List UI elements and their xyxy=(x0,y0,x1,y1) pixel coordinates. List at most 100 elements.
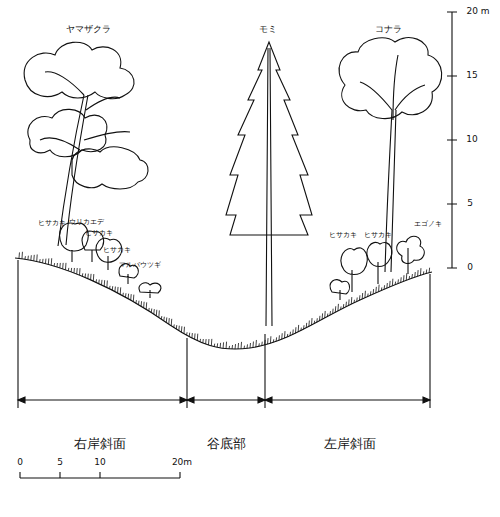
grass-stroke xyxy=(287,334,289,337)
grass-stroke xyxy=(400,277,402,282)
grass-stroke xyxy=(362,293,364,299)
grass-stroke xyxy=(93,274,95,281)
grass-stroke xyxy=(117,287,119,293)
scale-number: 0 xyxy=(467,263,473,273)
grass-stroke xyxy=(252,342,254,348)
grass-stroke xyxy=(241,342,243,349)
grass-stroke xyxy=(264,340,266,345)
tree-trunk xyxy=(266,48,272,326)
distance-scale xyxy=(20,472,180,478)
grass-stroke xyxy=(411,274,413,278)
grass-stroke xyxy=(290,332,292,336)
grass-stroke xyxy=(65,263,67,270)
grass-stroke xyxy=(82,273,84,276)
scale-number: 5 xyxy=(467,199,473,209)
grass-stroke xyxy=(130,294,132,300)
tree-crown xyxy=(339,38,442,119)
grass-stroke xyxy=(18,252,20,258)
grass-stroke xyxy=(389,281,391,287)
tree-name: ヤマザクラ xyxy=(66,25,111,35)
grass-stroke xyxy=(153,309,155,314)
grass-stroke xyxy=(166,317,168,322)
grass-stroke xyxy=(238,343,240,349)
grass-stroke xyxy=(96,279,98,282)
grass-stroke xyxy=(181,326,183,332)
grass-stroke xyxy=(27,256,29,260)
grass-stroke xyxy=(158,310,160,317)
grass-stroke xyxy=(143,302,145,308)
grass-stroke xyxy=(36,254,38,261)
grass-stroke xyxy=(324,311,326,318)
grass-stroke xyxy=(54,263,56,266)
shrub xyxy=(330,236,424,300)
grass-stroke xyxy=(258,343,260,346)
grass-stroke xyxy=(386,283,388,288)
grass-stroke xyxy=(161,316,163,319)
grass-stroke xyxy=(375,287,377,293)
tree-name: コナラ xyxy=(375,25,402,35)
grass-stroke xyxy=(364,291,366,298)
grass-stroke xyxy=(373,289,375,294)
grass-stroke xyxy=(109,286,111,289)
tree-crown xyxy=(226,42,312,235)
grass-stroke xyxy=(308,320,310,326)
grass-stroke xyxy=(33,255,35,261)
grass-stroke xyxy=(392,279,394,286)
grass-stroke xyxy=(270,336,272,343)
grass-stroke xyxy=(62,263,64,269)
grass-stroke xyxy=(247,344,249,348)
grass-stroke xyxy=(205,339,207,344)
grass-stroke xyxy=(423,271,425,274)
grass-stroke xyxy=(426,269,428,273)
grass-stroke xyxy=(255,340,256,347)
grass-stroke xyxy=(163,317,165,321)
grass-stroke xyxy=(56,263,58,267)
grass-stroke xyxy=(45,259,47,264)
grass-stroke xyxy=(351,297,353,304)
grass-stroke xyxy=(171,319,173,326)
grass-stroke xyxy=(48,258,50,264)
grass-stroke xyxy=(125,293,127,297)
scale-number: 10 xyxy=(466,135,477,145)
grass-stroke xyxy=(194,333,196,339)
grass-stroke xyxy=(101,280,103,285)
grass-stroke xyxy=(370,291,372,295)
grass-stroke xyxy=(220,343,222,348)
zone-dimension xyxy=(18,260,430,408)
grass-stroke xyxy=(141,301,143,306)
grass-stroke xyxy=(98,280,100,284)
shrub-name: ヒサカキ xyxy=(364,232,392,240)
grass-stroke xyxy=(348,299,350,305)
grass-stroke xyxy=(406,273,408,280)
shrub-name: ウリカエデ xyxy=(69,219,104,227)
grass-stroke xyxy=(104,280,106,286)
grass-stroke xyxy=(261,342,263,346)
grass-stroke xyxy=(397,279,399,283)
shrub-name: ヒサカキ xyxy=(85,230,113,238)
grass-stroke xyxy=(235,344,237,349)
grass-stroke xyxy=(273,339,275,342)
grass-stroke xyxy=(202,339,204,343)
grass-stroke xyxy=(276,337,278,341)
scale-number: 20m xyxy=(172,458,192,468)
ground-line xyxy=(15,258,432,349)
grass-stroke xyxy=(343,304,345,308)
grass-stroke xyxy=(30,255,32,260)
grass-stroke xyxy=(85,273,87,277)
scale-number: 15 xyxy=(466,71,477,81)
tree-name: モミ xyxy=(259,25,277,35)
grass-stroke xyxy=(284,331,286,338)
scale-number: 20 m xyxy=(466,7,489,17)
zone-name: 左岸斜面 xyxy=(324,437,376,451)
zone-name: 谷底部 xyxy=(207,437,246,451)
grass-stroke xyxy=(114,287,116,292)
grass-stroke xyxy=(356,297,358,301)
grass-stroke xyxy=(148,308,150,311)
scale-number: 10 xyxy=(94,458,105,468)
grass-stroke xyxy=(59,263,61,268)
grass-stroke xyxy=(384,285,386,289)
grass-stroke xyxy=(211,339,213,346)
grass-stroke xyxy=(76,268,78,274)
grass-stroke xyxy=(200,339,202,342)
